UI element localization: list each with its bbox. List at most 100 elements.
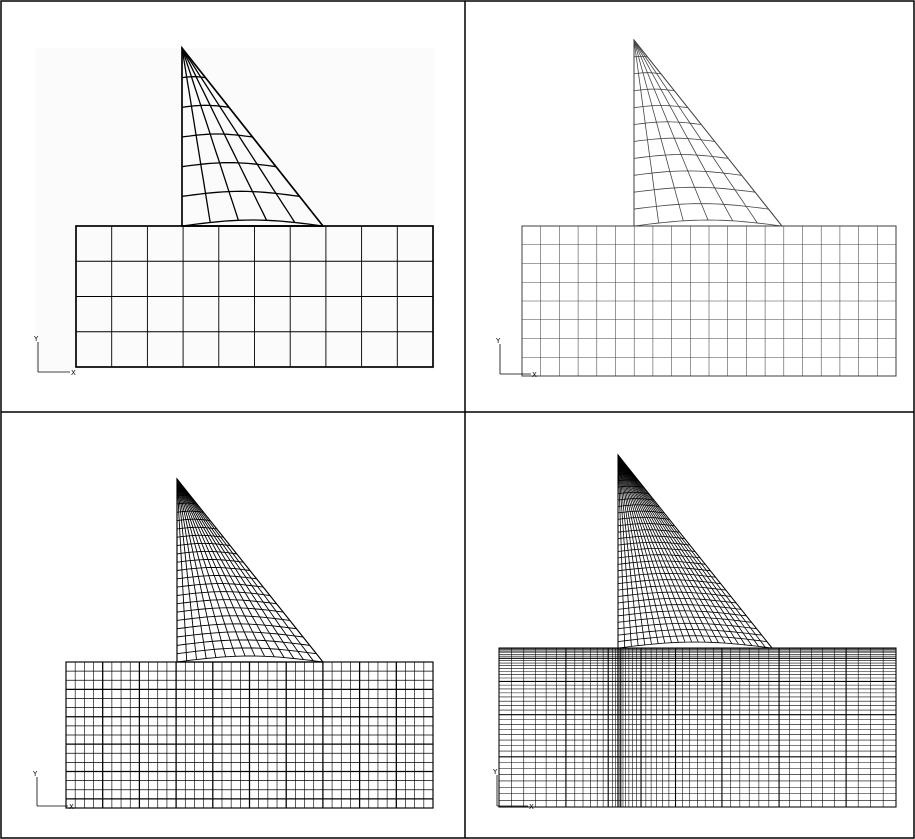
triangle-arc-line <box>617 572 716 578</box>
panel-fine-mesh: YX <box>32 477 434 811</box>
triangle-radial-line <box>617 454 759 647</box>
axis-triad-y-label: Y <box>33 335 39 343</box>
triangle-arc-line <box>176 518 211 522</box>
triangle-radial-line <box>617 454 679 643</box>
triangle-arc-line <box>176 591 270 596</box>
triangle-radial-line <box>176 478 275 658</box>
triangle-radial-line <box>617 454 746 646</box>
triangle-radial-line <box>176 478 188 661</box>
triangle-radial-line <box>176 478 266 657</box>
triangle-outline <box>617 453 774 649</box>
triangle-arc-line <box>617 598 737 604</box>
triangle-arc-line <box>176 510 204 513</box>
triangle-arc-line <box>176 631 304 638</box>
triangle-radial-line <box>617 454 626 648</box>
triangle-radial-line <box>617 454 739 645</box>
triangle-radial-line <box>633 39 734 221</box>
triangle-radial-line <box>617 454 686 643</box>
axis-triad-y-label: Y <box>492 768 498 776</box>
triangle-arc-line <box>617 591 731 597</box>
panel-medium-mesh: YX <box>495 38 897 379</box>
triangle-arc-line <box>176 599 277 605</box>
triangle-radial-line <box>176 478 197 660</box>
triangle-arc-line <box>176 607 284 613</box>
axis-triad-x-label: X <box>71 369 76 377</box>
triangle-arc-line <box>617 548 696 552</box>
triangle-arc-line <box>176 583 264 588</box>
triangle-radial-line <box>181 47 268 221</box>
triangle-radial-line <box>617 454 766 648</box>
triangle-radial-line <box>617 454 659 644</box>
triangle-arc-line <box>176 647 317 655</box>
triangle-radial-line <box>176 478 217 658</box>
triangle-outline <box>633 38 784 227</box>
triangle-arc-line <box>617 585 726 591</box>
triangle-radial-line <box>633 39 758 224</box>
triangle-radial-line <box>176 478 207 659</box>
triangle-radial-line <box>176 478 227 657</box>
triangle-radial-line <box>617 454 672 643</box>
triangle-radial-line <box>176 478 295 659</box>
triangle-arc-line <box>176 615 290 621</box>
rectangular-block-mesh <box>498 647 897 808</box>
triangle-radial-line <box>633 39 660 224</box>
triangle-radial-line <box>617 454 719 643</box>
triangle-outline <box>176 477 325 663</box>
axis-triad-y-label: Y <box>495 337 501 345</box>
rectangular-block-mesh <box>521 225 897 377</box>
triangle-mesh <box>181 45 325 227</box>
axis-triad: YX <box>32 770 74 811</box>
triangle-arc-line <box>176 534 224 538</box>
triangle-radial-line <box>617 454 632 647</box>
triangle-arc-line <box>181 133 253 138</box>
triangle-arc-line <box>617 604 742 610</box>
panel-coarse-mesh: YX <box>33 45 435 377</box>
triangle-arc-line <box>176 526 217 530</box>
triangle-radial-line <box>176 478 285 658</box>
triangle-arc-line <box>181 219 324 227</box>
rectangular-block-mesh <box>75 225 434 368</box>
triangle-radial-line <box>176 478 246 657</box>
triangle-radial-line <box>617 454 706 643</box>
triangle-arc-line <box>617 629 762 636</box>
triangle-radial-line <box>617 454 693 643</box>
triangle-arc-line <box>176 575 257 580</box>
triangle-radial-line <box>176 478 304 660</box>
triangle-arc-line <box>176 542 231 546</box>
triangle-arc-line <box>617 635 767 642</box>
triangle-arc-line <box>617 579 721 585</box>
triangle-arc-line <box>181 104 230 108</box>
triangle-arc-line <box>617 560 706 565</box>
triangle-radial-line <box>633 39 684 221</box>
axis-triad-x-label: X <box>532 371 537 379</box>
triangle-arc-line <box>617 622 757 630</box>
axis-triad-y-label: Y <box>32 770 38 778</box>
triangle-arc-line <box>176 550 237 555</box>
triangle-mesh <box>176 477 325 663</box>
triangle-arc-line <box>617 541 690 546</box>
triangle-radial-line <box>176 478 314 662</box>
triangle-arc-line <box>176 567 251 571</box>
triangle-radial-line <box>181 47 240 221</box>
triangle-radial-line <box>617 454 666 644</box>
triangle-mesh <box>617 453 774 649</box>
axis-triad: YX <box>495 337 537 379</box>
triangle-arc-line <box>617 616 752 623</box>
axis-triad-x-label: X <box>529 803 534 811</box>
triangle-radial-line <box>181 47 296 223</box>
triangle-arc-line <box>181 162 277 168</box>
triangle-radial-line <box>176 478 256 657</box>
triangle-radial-line <box>633 39 709 221</box>
rectangular-block-mesh <box>65 661 434 809</box>
axis-triad: YX <box>492 768 534 811</box>
triangle-radial-line <box>617 454 713 643</box>
triangle-arc-line <box>176 623 297 630</box>
triangle-radial-line <box>181 47 211 223</box>
triangle-arc-line <box>617 610 747 617</box>
triangle-radial-line <box>617 454 753 646</box>
triangle-arc-line <box>617 641 773 649</box>
axis-triad-x-label: X <box>69 803 74 811</box>
